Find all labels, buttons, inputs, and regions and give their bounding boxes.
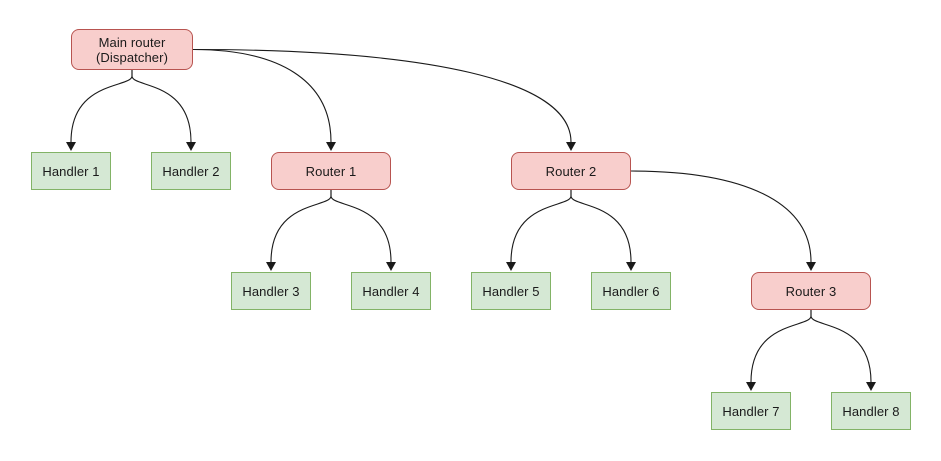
edge-router-3-to-handler-8-arrowhead bbox=[866, 382, 876, 391]
node-handler-2[interactable]: Handler 2 bbox=[151, 152, 231, 190]
edge-router-1-to-handler-3-path bbox=[270, 189, 332, 263]
edge-main-to-router-2-arrowhead bbox=[566, 142, 576, 151]
node-handler-3[interactable]: Handler 3 bbox=[231, 272, 311, 310]
node-handler-6[interactable]: Handler 6 bbox=[591, 272, 671, 310]
edge-router-2-to-router-3-arrowhead bbox=[806, 262, 816, 271]
edge-router-3-to-handler-7-path bbox=[750, 309, 812, 383]
node-handler-1[interactable]: Handler 1 bbox=[31, 152, 111, 190]
edge-router-2-to-handler-5-path bbox=[510, 189, 572, 263]
edge-router-2-to-handler-6-path bbox=[570, 189, 632, 263]
node-handler-8[interactable]: Handler 8 bbox=[831, 392, 911, 430]
edge-router-2-to-handler-6-arrowhead bbox=[626, 262, 636, 271]
edge-main-to-handler-2-path bbox=[131, 69, 192, 143]
node-handler-4[interactable]: Handler 4 bbox=[351, 272, 431, 310]
edge-router-3-to-handler-8-path bbox=[810, 309, 872, 383]
edge-main-to-router-1-path bbox=[192, 48, 332, 143]
edge-main-to-handler-2-arrowhead bbox=[186, 142, 196, 151]
edge-router-1-to-handler-4-arrowhead bbox=[386, 262, 396, 271]
edge-router-1-to-handler-4-path bbox=[330, 189, 392, 263]
node-handler-5[interactable]: Handler 5 bbox=[471, 272, 551, 310]
edge-router-3-to-handler-7-arrowhead bbox=[746, 382, 756, 391]
edge-router-2-to-handler-5-arrowhead bbox=[506, 262, 516, 271]
edge-main-to-handler-1-path bbox=[70, 69, 133, 143]
node-router-3[interactable]: Router 3 bbox=[751, 272, 871, 310]
node-handler-7[interactable]: Handler 7 bbox=[711, 392, 791, 430]
node-router-1[interactable]: Router 1 bbox=[271, 152, 391, 190]
edge-main-to-router-2-path bbox=[192, 48, 572, 143]
edge-main-to-router-1-arrowhead bbox=[326, 142, 336, 151]
node-router-2[interactable]: Router 2 bbox=[511, 152, 631, 190]
edge-main-to-handler-1-arrowhead bbox=[66, 142, 76, 151]
edge-router-2-to-router-3-path bbox=[630, 170, 812, 263]
node-main-router[interactable]: Main router (Dispatcher) bbox=[71, 29, 193, 70]
edge-router-1-to-handler-3-arrowhead bbox=[266, 262, 276, 271]
